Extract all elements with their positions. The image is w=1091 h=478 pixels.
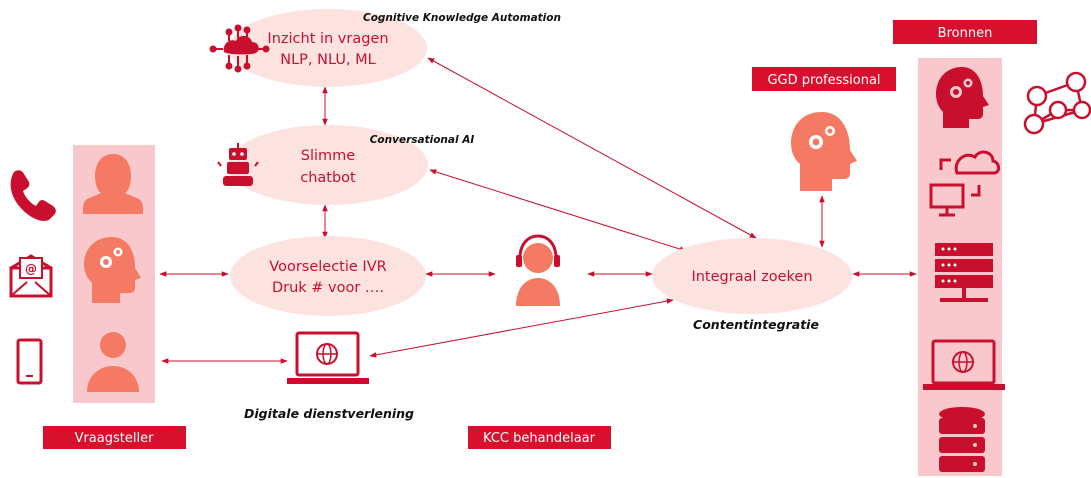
search-line1: Integraal zoeken [691,269,812,285]
node-chatbot: Slimme chatbot [228,125,428,205]
label-digitale: Digitale dienstverlening [244,406,414,421]
tag-vraagsteller-label: Vraagsteller [75,431,155,446]
insight-line1: Inzicht in vragen [267,31,388,47]
woman-avatar-icon [83,154,143,214]
tag-ggd: GGD professional [752,67,896,91]
tag-bronnen-label: Bronnen [938,26,993,41]
network-people-icon [1023,71,1091,135]
node-insight: Inzicht in vragen NLP, NLU, ML [229,9,427,87]
tag-ggd-label: GGD professional [767,73,880,88]
ai-network-icon [209,24,270,73]
svg-text:@: @ [25,262,37,276]
arrow-search-digital [369,298,674,358]
phone-icon [10,170,56,221]
label-cognitive: Cognitive Knowledge Automation [363,12,561,24]
head-gears-icon [84,237,141,303]
chatbot-line1: Slimme [301,148,356,164]
chatbot-line2: chatbot [300,170,356,186]
arrow-insight-search [427,57,757,239]
database-icon [939,407,985,472]
ivr-line1: Voorselectie IVR [269,259,386,275]
tag-vraagsteller: Vraagsteller [43,426,186,449]
tag-kcc-label: KCC behandelaar [483,431,596,446]
laptop-globe-icon [287,331,369,384]
tag-kcc: KCC behandelaar [468,426,611,449]
server-icon [935,243,993,302]
cloud-sync-icon [929,150,1001,217]
robot-icon [217,143,259,186]
mobile-icon [16,338,43,385]
man-avatar-icon [87,332,139,392]
insight-line2: NLP, NLU, ML [280,52,376,68]
node-search: Integraal zoeken [652,238,852,314]
laptop-globe-icon [923,339,1005,390]
label-conversational: Conversational AI [370,134,475,146]
arrow-chatbot-search [429,169,687,252]
head-gears-icon [791,112,857,191]
label-contentintegratie: Contentintegratie [693,317,819,332]
head-gears-icon [936,67,989,128]
email-icon: @ [9,254,53,298]
node-ivr: Voorselectie IVR Druk # voor …. [230,236,426,316]
tag-bronnen: Bronnen [893,20,1037,44]
ivr-line2: Druk # voor …. [272,280,384,296]
connections [159,57,917,364]
call-center-agent-icon [516,234,560,306]
